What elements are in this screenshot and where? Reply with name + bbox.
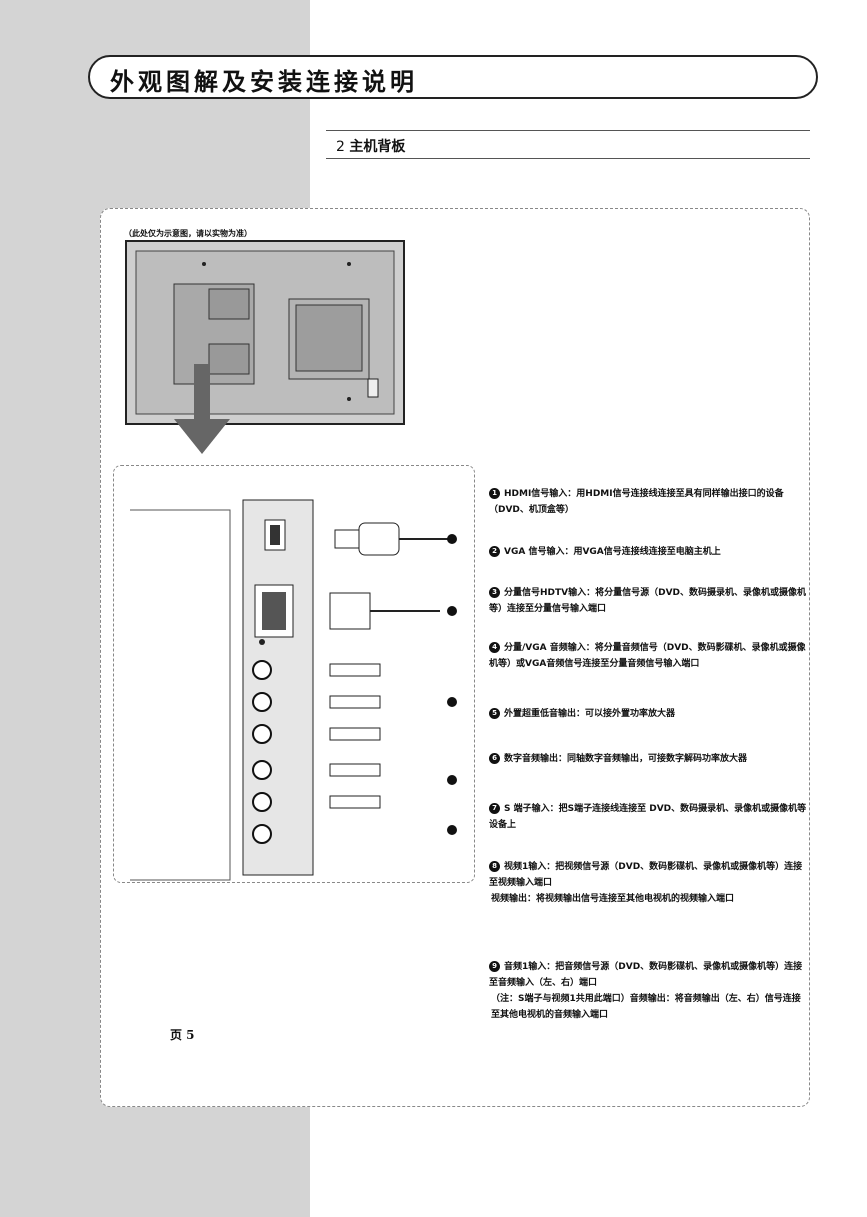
callout-number-1: 1: [489, 487, 500, 499]
section-number: 2: [336, 139, 345, 155]
callout-number-6: 6: [489, 752, 500, 764]
callout-number-5: 5: [489, 707, 500, 719]
callout-number-7: 7: [489, 802, 500, 814]
desc-text-7: S 端子输入：把S端子连接线连接至 DVD、数码摄录机、录像机或摄像机等设备上: [489, 804, 807, 830]
desc-text-1: HDMI信号输入：用HDMI信号连接线连接至具有同样输出接口的设备（DVD、机顶…: [489, 489, 784, 515]
desc-item-2: 2 VGA 信号输入：用VGA信号连接线连接至电脑主机上: [489, 544, 807, 560]
tv-back-illustration: [125, 240, 405, 454]
callout-number-4: 4: [489, 641, 500, 653]
page-number: 页 5: [170, 1028, 195, 1042]
desc-text-4: 分量/VGA 音频输入：将分量音频信号（DVD、数码影碟机、录像机或摄像机等）或…: [489, 643, 806, 669]
page-number-pill: [140, 1023, 226, 1044]
connector-panel-frame: [113, 465, 475, 883]
desc-text-9: 音频1输入：把音频信号源（DVD、数码影碟机、录像机或摄像机等）连接至音频输入（…: [489, 962, 803, 988]
connector-panel-illustration: [130, 499, 457, 881]
desc-extra-8: 视频输出：将视频输出信号连接至其他电视机的视频输入端口: [491, 894, 735, 904]
desc-text-2: VGA 信号输入：用VGA信号连接线连接至电脑主机上: [504, 547, 721, 557]
desc-text-8: 视频1输入：把视频信号源（DVD、数码影碟机、录像机或摄像机等）连接至视频输入端…: [489, 862, 803, 888]
desc-item-5: 5 外置超重低音输出：可以接外置功率放大器: [489, 706, 807, 722]
desc-text-5: 外置超重低音输出：可以接外置功率放大器: [504, 709, 676, 719]
callout-number-8: 8: [489, 860, 500, 872]
callout-number-3: 3: [489, 586, 500, 598]
desc-text-6: 数字音频输出：同轴数字音频输出，可接数字解码功率放大器: [504, 754, 748, 764]
desc-text-3: 分量信号HDTV输入：将分量信号源（DVD、数码摄录机、录像机或摄像机等）连接至…: [489, 588, 807, 614]
section-rule-bottom: [326, 158, 810, 159]
chapter-title: 外观图解及安装连接说明: [110, 67, 418, 96]
section-title: 2 主机背板: [336, 136, 405, 156]
section-rule-top: [326, 130, 810, 131]
figure-note: （此处仅为示意图，请以实物为准）: [124, 229, 252, 238]
desc-item-6: 6 数字音频输出：同轴数字音频输出，可接数字解码功率放大器: [489, 751, 807, 767]
section-name: 主机背板: [349, 139, 406, 155]
callout-number-9: 9: [489, 960, 500, 972]
callout-number-2: 2: [489, 545, 500, 557]
chapter-title-bar: 外观图解及安装连接说明: [88, 55, 818, 99]
desc-extra-9: （注：S端子与视频1共用此端口）音频输出：将音频输出（左、右）信号连接至其他电视…: [491, 994, 801, 1020]
